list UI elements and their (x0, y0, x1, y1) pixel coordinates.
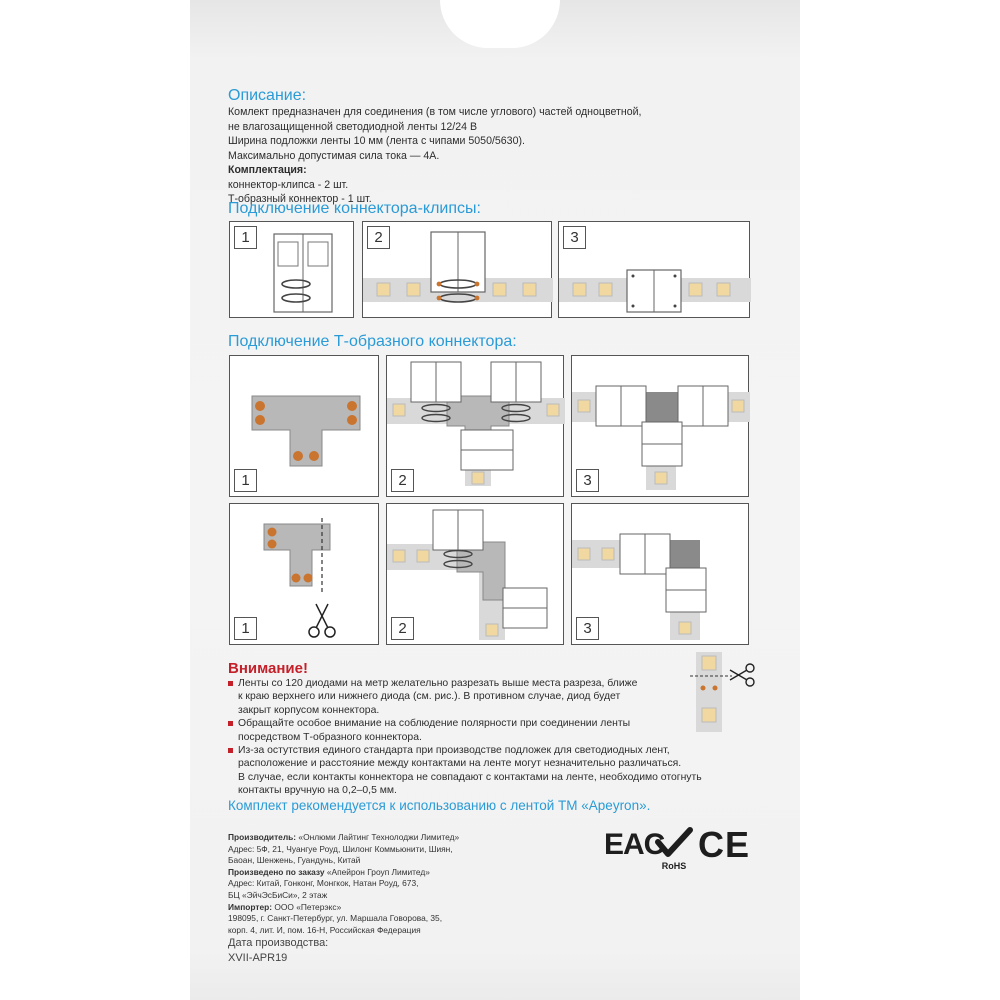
clip-section-title: Подключение коннектора-клипсы: (228, 200, 481, 217)
scissors-icon (308, 603, 336, 638)
corner-strip-insertion-illustration (387, 509, 548, 640)
attention-item: Обращайте особое внимание на соблюдение … (228, 717, 763, 730)
t-row2-step-1-panel: 1 (229, 503, 379, 645)
description-block: Описание: Комлект предназначен для соеди… (228, 87, 788, 207)
t-row1-step-1-panel: 1 (229, 355, 379, 497)
production-date-label: Дата производства: (228, 937, 329, 949)
t-row1-step-2-panel: 2 (386, 355, 565, 497)
clip-strip-insertion-illustration (363, 231, 553, 303)
importer-label: Импортер: (228, 901, 273, 912)
cut-point-illustration (690, 652, 732, 732)
scissors-icon (729, 663, 755, 687)
t-connected-illustration (572, 385, 750, 490)
description-line: Ширина подложки ленты 10 мм (лента с чип… (228, 135, 525, 147)
step-number: 3 (563, 226, 586, 249)
attention-title: Внимание! (228, 660, 308, 677)
kit-title: Комплектация: (228, 164, 307, 176)
step-number: 2 (391, 617, 414, 640)
corner-connected-illustration (572, 533, 707, 640)
rohs-mark-icon: RoHS (652, 826, 696, 871)
manufacturer-address: Баоан, Шенжень, Гуандунь, Китай (228, 855, 361, 866)
attention-block: Внимание! Ленты со 120 диодами на метр ж… (228, 660, 788, 798)
step-number: 1 (234, 226, 257, 249)
importer-name: ООО «Петерэкс» (272, 901, 342, 912)
t-connector-board-illustration (251, 395, 361, 467)
t-row2-step-2-panel: 2 (386, 503, 564, 645)
kit-item: Т-образный коннектор - 1 шт. (228, 193, 372, 205)
eac-mark-icon: EAC (604, 828, 665, 861)
manufacturer-name: «Онлюми Лайтинг Технолоджи Лимитед» (296, 832, 460, 842)
attention-item-line: В случае, если контакты коннектора не со… (238, 771, 702, 783)
t-strip-insertion-illustration (387, 361, 565, 486)
t-connector-cut-illustration (263, 518, 331, 594)
step-number: 2 (391, 469, 414, 492)
ce-mark-icon: CE (698, 824, 751, 865)
ordered-by-label: Произведено по заказу (228, 866, 325, 877)
description-line: Комлект предназначен для соединения (в т… (228, 106, 642, 118)
attention-item-line: посредством Т-образного коннектора. (238, 731, 422, 743)
step-number: 2 (367, 226, 390, 249)
attention-item-line: закрыт корпусом коннектора. (238, 704, 380, 716)
clip-connected-illustration (559, 269, 751, 313)
attention-item-line: к краю верхнего или нижнего диода (см. р… (238, 691, 621, 703)
step-number: 3 (576, 469, 599, 492)
t-row2-step-3-panel: 3 (571, 503, 749, 645)
production-date: Дата производства: XVII-APR19 (228, 936, 428, 966)
clip-step-1-panel: 1 (229, 221, 354, 318)
description-title: Описание: (228, 87, 307, 104)
description-line: Максимально допустимая сила тока — 4А. (228, 149, 440, 162)
production-date-value: XVII-APR19 (228, 952, 288, 964)
manufacturer-label: Производитель: (228, 832, 297, 842)
recommendation-text: Комплект рекомендуется к использованию с… (228, 798, 651, 813)
step-number: 1 (234, 469, 257, 492)
rohs-label: RoHS (661, 861, 687, 871)
attention-item-line: расположение и расстояние между контакта… (238, 758, 682, 770)
ordered-by-address: Адрес: Китай, Гонконг, Монгкок, Натан Ро… (228, 878, 419, 889)
clip-connector-illustration (273, 233, 333, 313)
step-number: 1 (234, 617, 257, 640)
attention-item-line: контакты вручную на 0,2–0,5 мм. (238, 785, 397, 797)
ordered-by-name: «Апейрон Гроуп Лимитед» (324, 866, 430, 877)
clip-step-2-panel: 2 (362, 221, 553, 318)
description-line: не влагозащищенной светодиодной ленты 12… (228, 120, 478, 133)
importer-address: корп. 4, лит. И, пом. 16-Н, Российская Ф… (228, 924, 421, 935)
importer-address: 198095, г. Санкт-Петербург, ул. Маршала … (228, 913, 443, 924)
manufacturer-address: Адрес: 5Ф, 21, Чуангуе Роуд, Шилонг Комм… (228, 843, 453, 854)
packaging-card (190, 0, 800, 1000)
t-section-title: Подключение Т-образного коннектора: (228, 333, 517, 350)
attention-item: Из-за остутствия единого стандарта при п… (228, 744, 763, 757)
ordered-by-address: БЦ «ЭйчЭсБиСи», 2 этаж (228, 889, 328, 900)
manufacturer-info: Производитель: «Онлюми Лайтинг Технолодж… (228, 832, 568, 936)
kit-item: коннектор-клипса - 2 шт. (228, 178, 349, 191)
t-row1-step-3-panel: 3 (571, 355, 750, 497)
step-number: 3 (576, 617, 599, 640)
attention-item: Ленты со 120 диодами на метр желательно … (228, 677, 763, 690)
clip-step-3-panel: 3 (558, 221, 751, 318)
